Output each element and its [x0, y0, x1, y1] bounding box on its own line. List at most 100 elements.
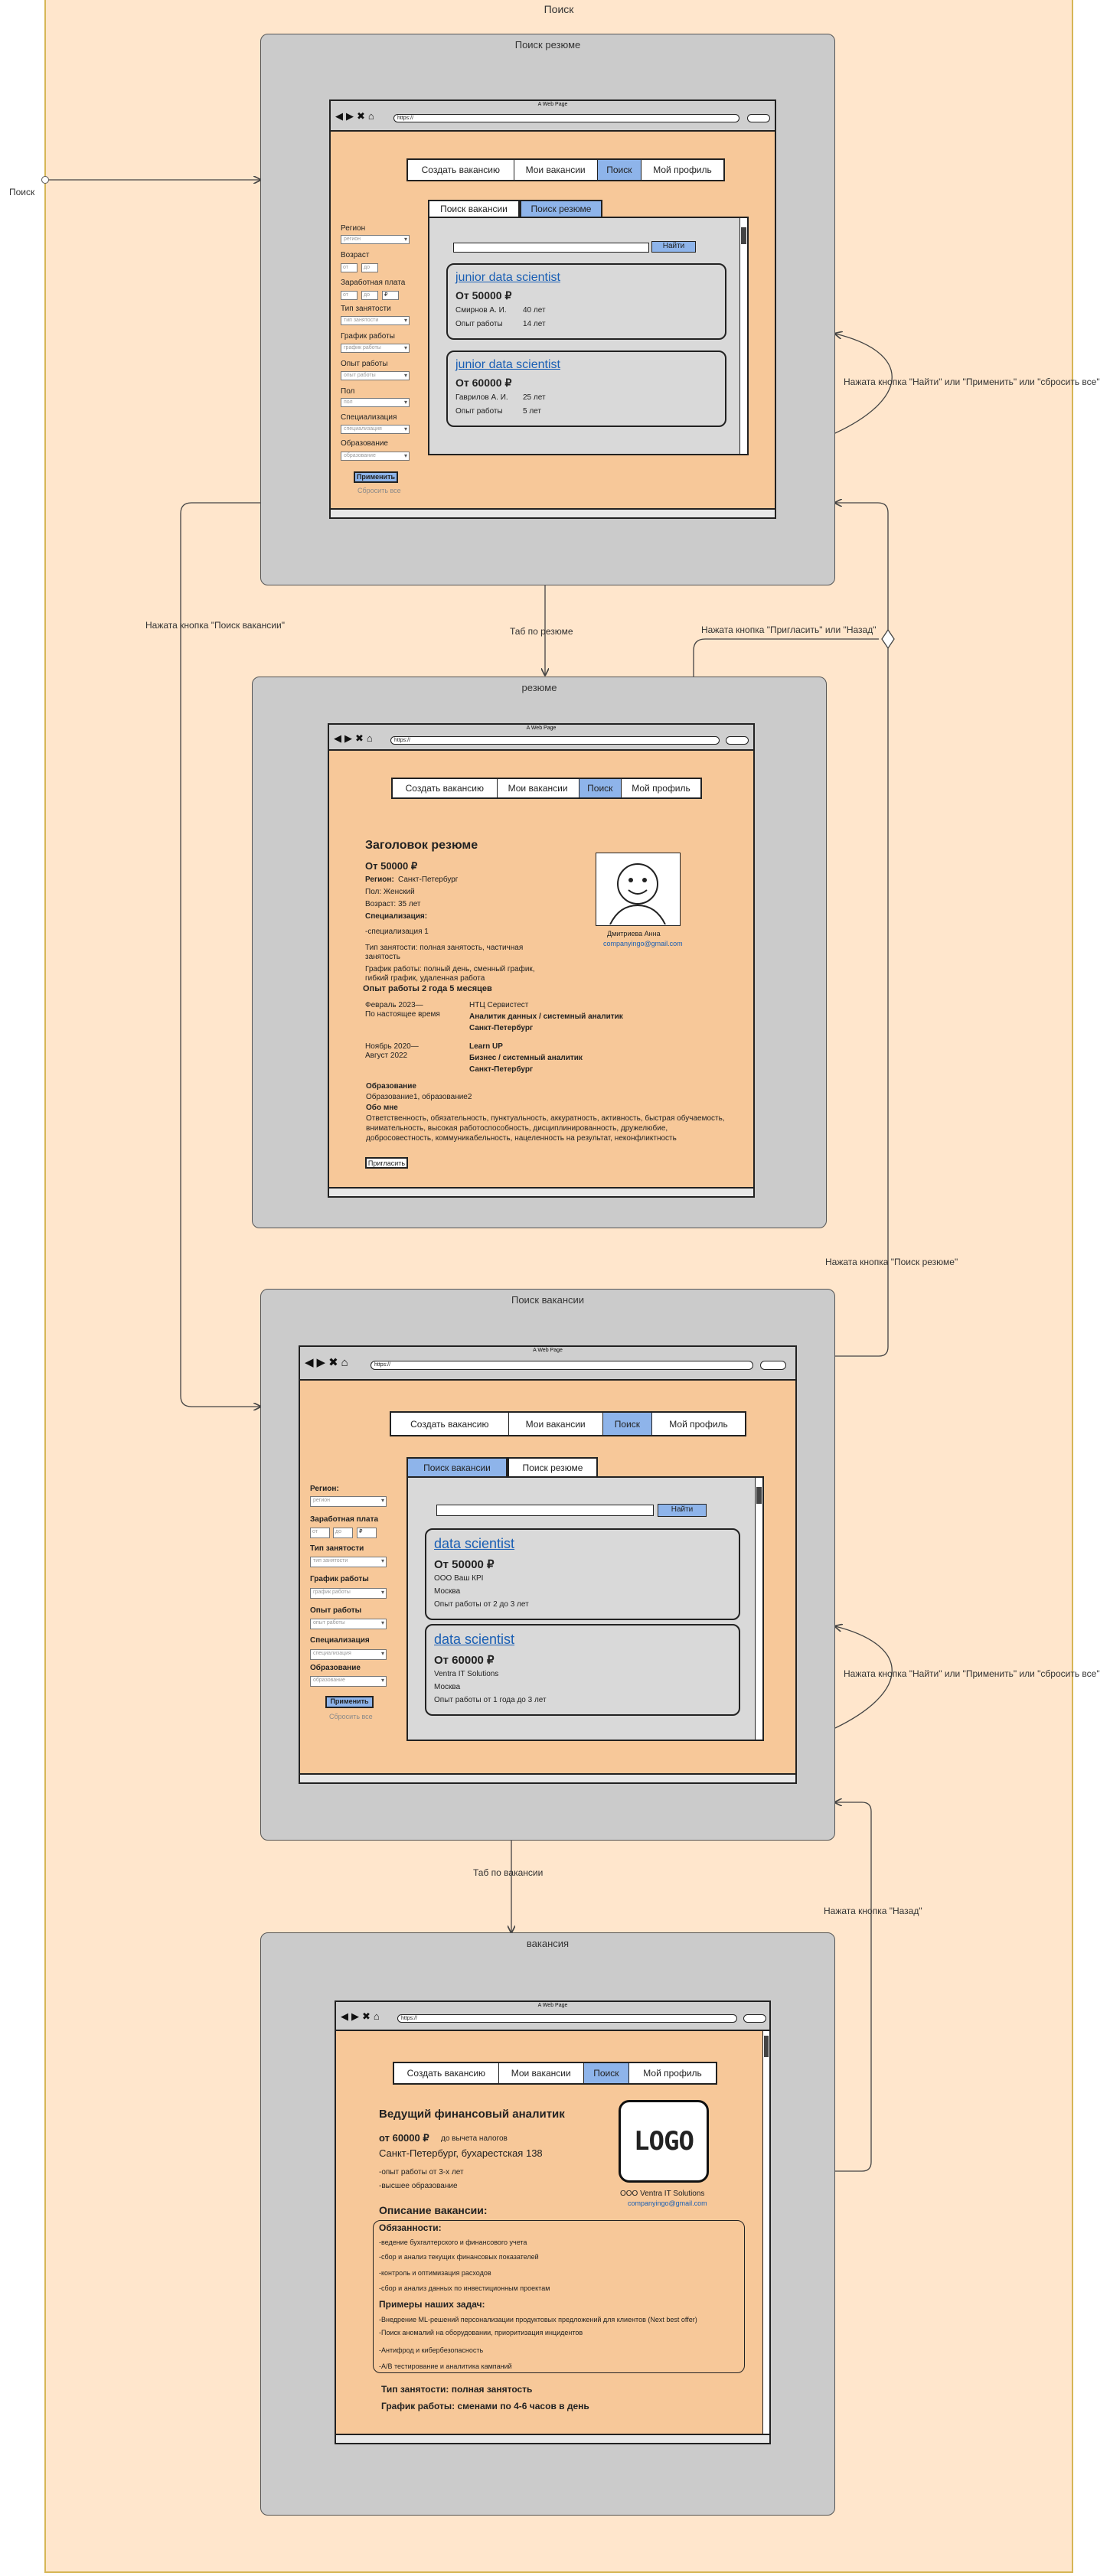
vacancy-card-exp: Опыт работы от 2 до 3 лет — [434, 1600, 529, 1609]
filter-salary-from[interactable]: от — [341, 291, 357, 300]
url-input[interactable]: https:// — [397, 2014, 737, 2023]
browser-bar: A Web Page ◀▶✖⌂ https:// — [329, 725, 753, 751]
url-input[interactable]: https:// — [371, 1361, 753, 1370]
tab-vacancy-search[interactable]: Поиск вакансии — [428, 200, 520, 217]
resume-card[interactable]: junior data scientist От 60000 ₽ Гаврило… — [446, 351, 726, 427]
url-go-button[interactable] — [747, 114, 770, 122]
forward-icon[interactable]: ▶ — [316, 1356, 326, 1369]
filter-salary-to[interactable]: до — [333, 1528, 353, 1538]
vacancy-card-title[interactable]: data scientist — [434, 1536, 515, 1551]
menu-search[interactable]: Поиск — [602, 1413, 653, 1435]
vacancy-card-title[interactable]: data scientist — [434, 1632, 515, 1647]
url-go-button[interactable] — [743, 2014, 766, 2023]
vacancy-card[interactable]: data scientist От 50000 ₽ ООО Ваш КРI Мо… — [425, 1528, 740, 1620]
filter-employment-select[interactable]: тип занятости — [341, 316, 410, 325]
scrollbar[interactable] — [739, 218, 747, 454]
forward-icon[interactable]: ▶ — [344, 732, 352, 744]
vacancy-card[interactable]: data scientist От 60000 ₽ Ventra IT Solu… — [425, 1624, 740, 1716]
search-tabs: Поиск вакансии Поиск резюме — [428, 200, 602, 217]
apply-button[interactable]: Применить — [354, 471, 398, 483]
url-input[interactable]: https:// — [393, 114, 739, 122]
filter-salary-currency[interactable]: ₽ — [357, 1528, 377, 1538]
filter-education-select[interactable]: образование — [310, 1676, 387, 1687]
close-icon[interactable]: ✖ — [328, 1356, 338, 1369]
reset-link[interactable]: Сбросить все — [357, 487, 401, 494]
find-button[interactable]: Найти — [651, 241, 696, 253]
home-icon[interactable]: ⌂ — [373, 2010, 380, 2022]
reset-link[interactable]: Сбросить все — [329, 1713, 373, 1720]
back-icon[interactable]: ◀ — [305, 1356, 314, 1369]
menu-my-vacancies[interactable]: Мои вакансии — [499, 2063, 584, 2083]
menu-my-profile[interactable]: Мой профиль — [669, 1418, 728, 1430]
scroll-thumb[interactable] — [756, 1487, 762, 1504]
resume-card-title[interactable]: junior data scientist — [455, 271, 560, 284]
nav-icons[interactable]: ◀▶✖⌂ — [341, 2011, 380, 2021]
home-icon[interactable]: ⌂ — [366, 732, 373, 744]
menu-search[interactable]: Поиск — [583, 2063, 630, 2083]
menu-search[interactable]: Поиск — [597, 160, 642, 180]
menu-my-vacancies[interactable]: Мои вакансии — [509, 1413, 603, 1435]
scroll-thumb[interactable] — [764, 2036, 769, 2057]
tab-vacancy-search[interactable]: Поиск вакансии — [406, 1457, 508, 1476]
filter-employment-select[interactable]: тип занятости — [310, 1557, 387, 1567]
menu-search[interactable]: Поиск — [579, 779, 622, 797]
filter-age-to[interactable]: до — [361, 263, 378, 272]
nav-icons[interactable]: ◀▶✖⌂ — [334, 733, 373, 743]
filter-schedule-select[interactable]: график работы — [310, 1588, 387, 1599]
menu-my-profile[interactable]: Мой профиль — [643, 2068, 702, 2079]
menu-create-vacancy[interactable]: Создать вакансию — [394, 2063, 499, 2083]
menu-create-vacancy[interactable]: Создать вакансию — [391, 1413, 509, 1435]
filter-label-schedule: График работы — [341, 332, 395, 341]
menu-create-vacancy[interactable]: Создать вакансию — [393, 779, 498, 797]
close-icon[interactable]: ✖ — [357, 110, 365, 122]
forward-icon[interactable]: ▶ — [346, 110, 354, 122]
back-icon[interactable]: ◀ — [334, 732, 341, 744]
search-input[interactable] — [453, 243, 649, 253]
vacancy-email[interactable]: companyingo@gmail.com — [628, 2199, 707, 2207]
back-icon[interactable]: ◀ — [341, 2010, 348, 2022]
menu-my-vacancies[interactable]: Мои вакансии — [498, 779, 579, 797]
nav-icons[interactable]: ◀▶✖⌂ — [335, 111, 374, 121]
resume-card-title[interactable]: junior data scientist — [455, 358, 560, 371]
back-icon[interactable]: ◀ — [335, 110, 343, 122]
filter-region-select[interactable]: регион — [341, 235, 410, 244]
home-icon[interactable]: ⌂ — [341, 1356, 348, 1369]
scrollbar[interactable] — [755, 1478, 762, 1740]
forward-icon[interactable]: ▶ — [351, 2010, 359, 2022]
filter-region-select[interactable]: регион — [310, 1496, 387, 1507]
menu-my-vacancies[interactable]: Мои вакансии — [514, 160, 598, 180]
filter-salary-currency[interactable]: ₽ — [382, 291, 399, 300]
person-email[interactable]: companyingo@gmail.com — [603, 940, 683, 947]
home-icon[interactable]: ⌂ — [367, 110, 374, 122]
find-button[interactable]: Найти — [658, 1504, 707, 1517]
search-input[interactable] — [436, 1505, 654, 1516]
filter-age-from[interactable]: от — [341, 263, 357, 272]
menu-my-profile[interactable]: Мой профиль — [653, 165, 712, 175]
url-go-button[interactable] — [760, 1361, 786, 1370]
filter-spec-select[interactable]: специализация — [341, 425, 410, 434]
filter-spec-select[interactable]: специализация — [310, 1649, 387, 1660]
filter-gender-select[interactable]: пол — [341, 398, 410, 407]
url-input[interactable]: https:// — [390, 736, 720, 745]
close-icon[interactable]: ✖ — [362, 2010, 371, 2022]
url-go-button[interactable] — [726, 736, 749, 745]
filter-salary-from[interactable]: от — [310, 1528, 330, 1538]
scroll-thumb[interactable] — [741, 227, 746, 244]
menu-my-profile[interactable]: Мой профиль — [632, 783, 690, 794]
tab-resume-search[interactable]: Поиск резюме — [508, 1457, 598, 1476]
apply-button[interactable]: Применить — [325, 1696, 374, 1708]
job-period: Август 2022 — [365, 1052, 408, 1060]
filter-experience-select[interactable]: опыт работы — [341, 371, 410, 380]
page-scrollbar[interactable] — [762, 2031, 769, 2434]
vacancy-task: -Поиск аномалий на оборудовании, приорит… — [379, 2329, 583, 2336]
filter-education-select[interactable]: образование — [341, 452, 410, 461]
filter-experience-select[interactable]: опыт работы — [310, 1619, 387, 1629]
nav-icons[interactable]: ◀▶✖⌂ — [305, 1356, 348, 1369]
resume-card[interactable]: junior data scientist От 50000 ₽ Смирнов… — [446, 263, 726, 340]
filter-schedule-select[interactable]: график работы — [341, 344, 410, 353]
menu-create-vacancy[interactable]: Создать вакансию — [408, 160, 514, 180]
close-icon[interactable]: ✖ — [355, 732, 364, 744]
filter-salary-to[interactable]: до — [361, 291, 378, 300]
invite-button[interactable]: Пригласить — [365, 1157, 408, 1169]
tab-resume-search[interactable]: Поиск резюме — [520, 200, 602, 217]
